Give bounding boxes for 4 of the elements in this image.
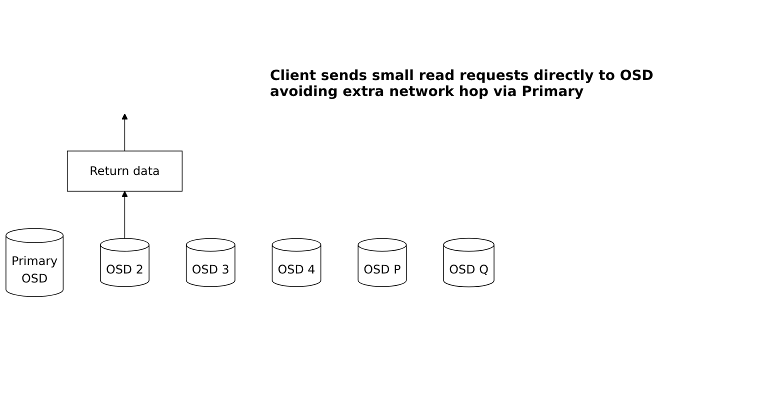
note-text: Client sends small read requests directly to OSD avoiding extra network hop via Primary [270, 68, 654, 100]
arrow [121, 113, 128, 152]
arrow [121, 190, 128, 239]
node-box: Return data [66, 150, 183, 192]
